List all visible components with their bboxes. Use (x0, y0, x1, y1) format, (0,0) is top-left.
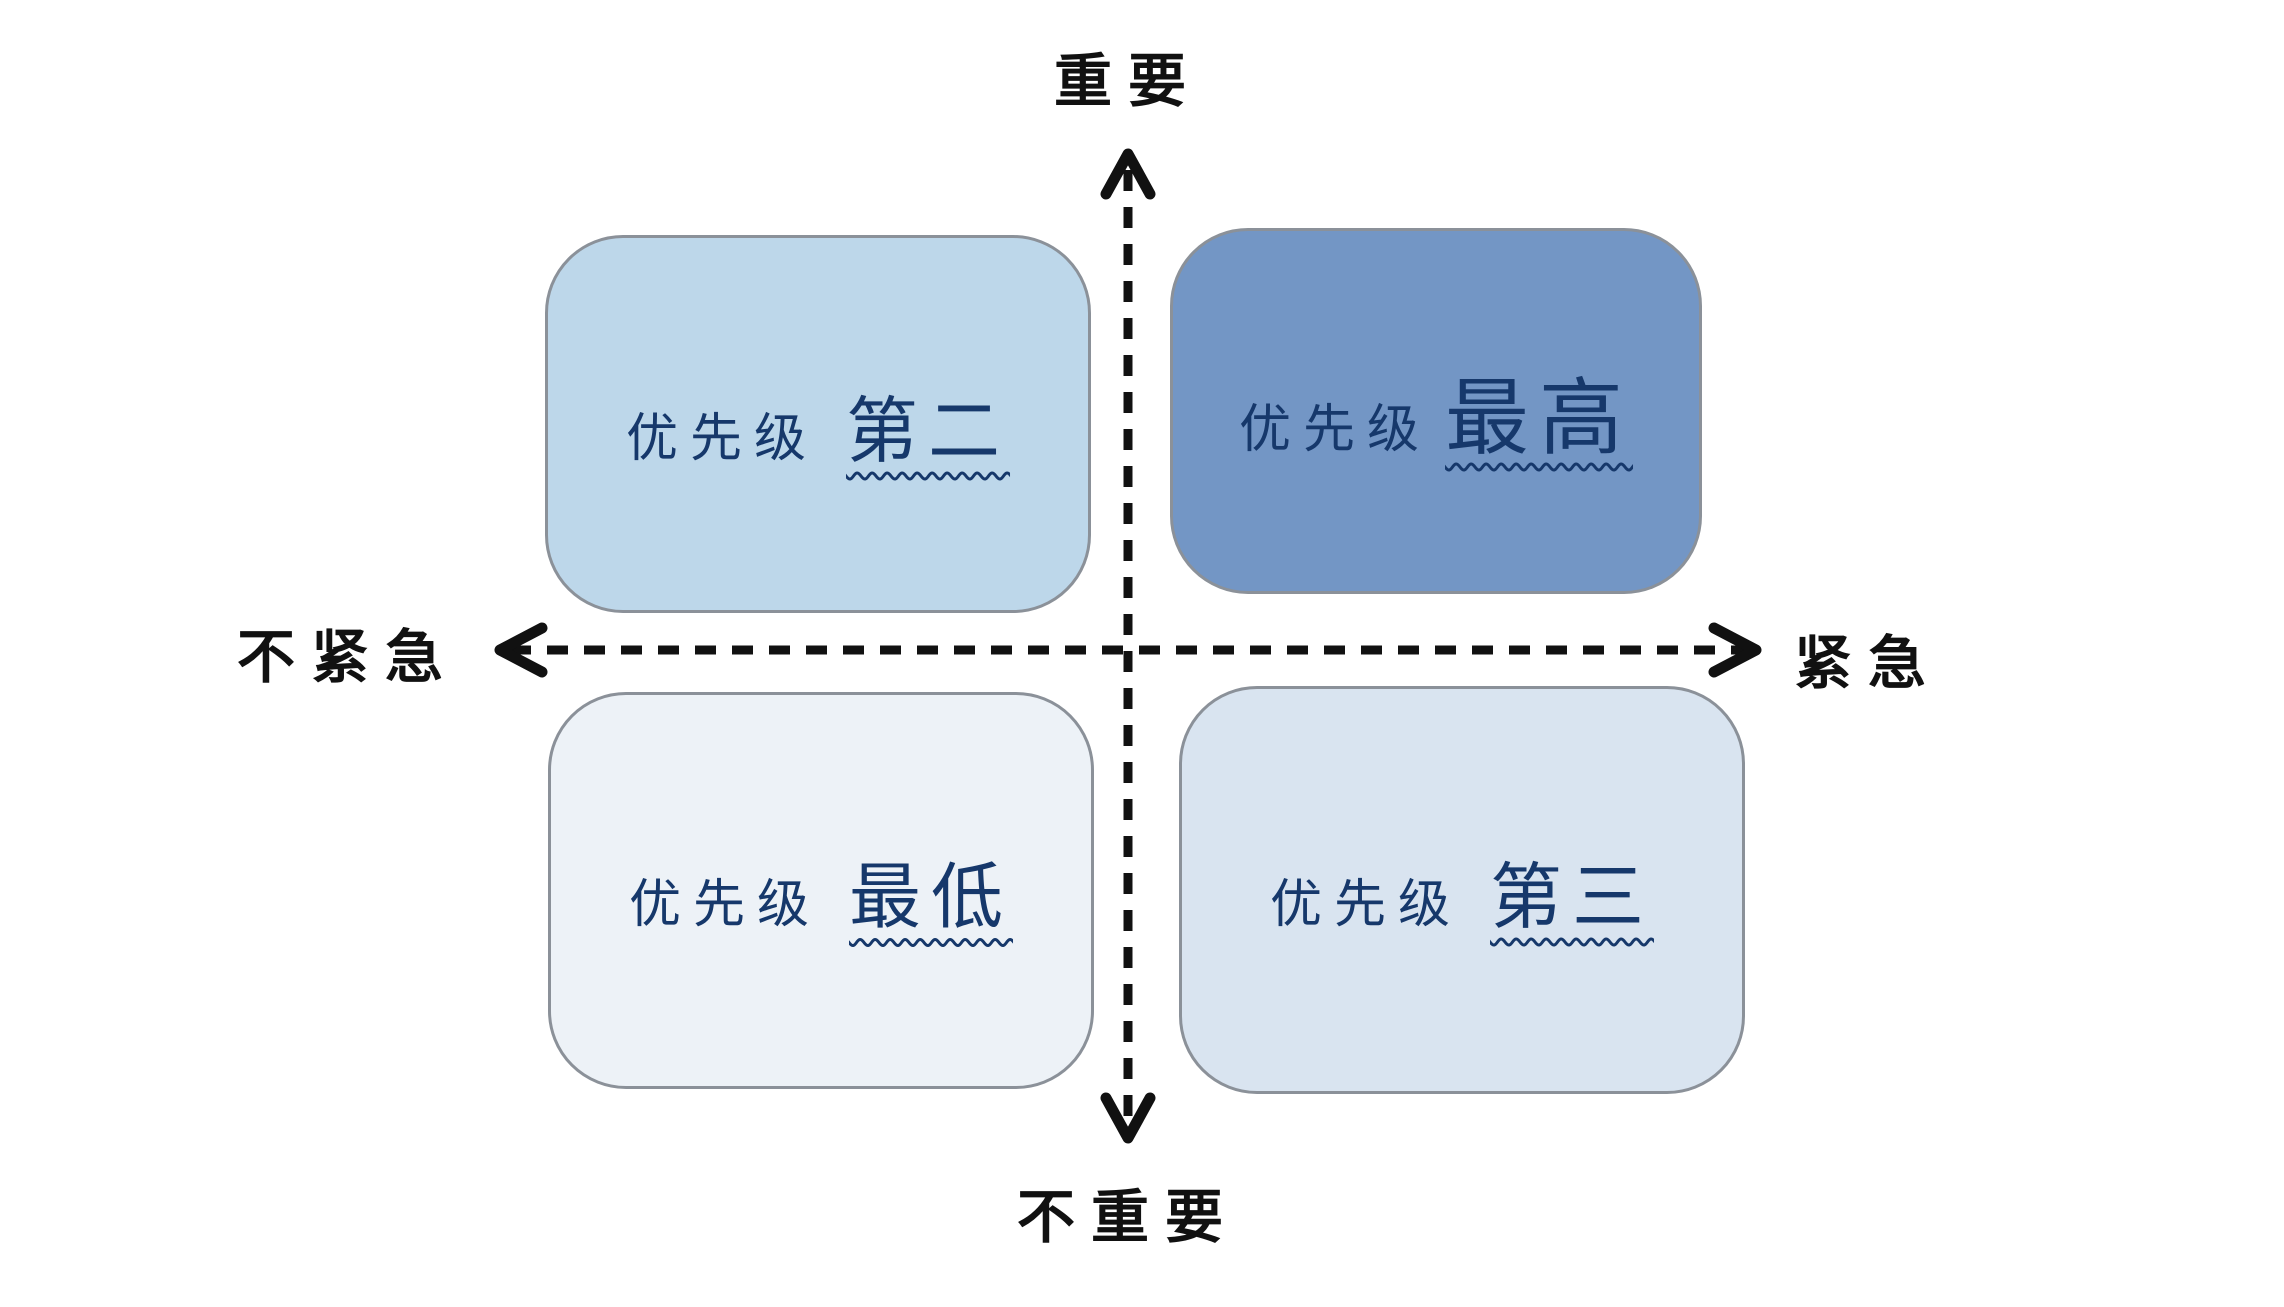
quadrant-label: 优先级第三 (1270, 838, 1654, 943)
priority-level-text: 最低 (849, 855, 1014, 939)
arrow-down-icon (1100, 1092, 1156, 1144)
axis-label-important: 重要 (1053, 47, 1203, 115)
priority-prefix-text: 优先级 (1238, 399, 1431, 460)
axis-label-not-important: 不重要 (1016, 1183, 1240, 1251)
quadrant-label: 优先级最高 (1239, 351, 1633, 472)
priority-level-text: 第三 (1490, 854, 1655, 939)
priority-prefix-text: 优先级 (628, 875, 821, 935)
quadrant-label: 优先级最低 (629, 838, 1013, 943)
priority-level-text: 第二 (846, 388, 1011, 473)
arrow-up-icon (1100, 148, 1156, 200)
quadrant-not-important-urgent: 优先级第三 (1179, 686, 1745, 1094)
quadrant-important-urgent: 优先级最高 (1170, 228, 1702, 594)
priority-prefix-text: 优先级 (1269, 874, 1462, 935)
priority-prefix-text: 优先级 (625, 408, 818, 469)
axis-label-not-urgent: 不紧急 (236, 623, 460, 691)
axis-label-urgent: 紧急 (1793, 629, 1943, 697)
quadrant-label: 优先级第二 (626, 372, 1010, 477)
priority-level-text: 最高 (1445, 368, 1634, 467)
arrow-left-icon (494, 622, 548, 678)
quadrant-important-not-urgent: 优先级第二 (545, 235, 1091, 613)
quadrant-not-important-not-urgent: 优先级最低 (548, 692, 1094, 1089)
arrow-right-icon (1708, 622, 1762, 678)
